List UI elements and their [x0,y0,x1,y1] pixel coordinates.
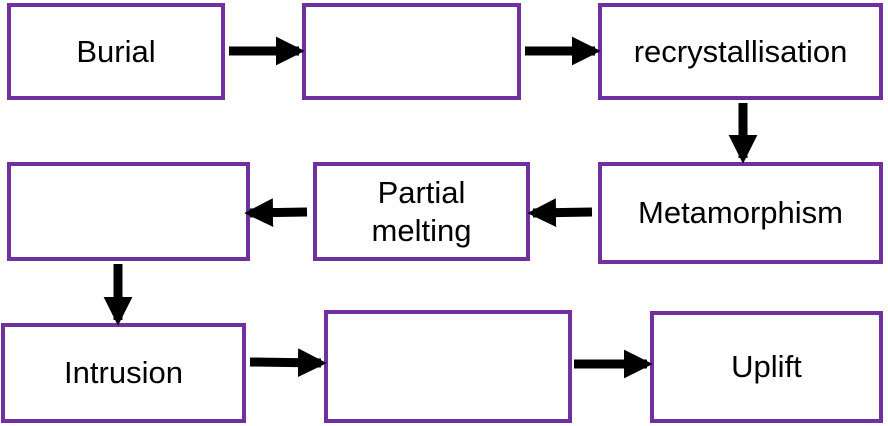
arrow-intrusion-to-blank-3 [249,348,327,378]
recrystallisation-box: recrystallisation [598,3,883,100]
metamorphism-label: Metamorphism [638,195,843,231]
burial-label: Burial [76,33,156,69]
blank-box-2 [7,162,250,261]
burial-box: Burial [7,3,225,100]
uplift-label: Uplift [731,349,802,385]
uplift-box: Uplift [650,311,883,423]
partial-melting-label-line2: melting [371,212,472,248]
partial-melting-label-line1: Partial [377,175,466,211]
arrow-partial-melting-to-blank-2 [244,198,308,227]
arrow-metamorphism-to-partial-melting [527,198,593,228]
partial-melting-box: Partial melting [313,162,530,261]
blank-box-1 [302,3,521,100]
recrystallisation-label: recrystallisation [633,33,848,69]
intrusion-label: Intrusion [64,355,183,391]
metamorphism-box: Metamorphism [598,162,883,264]
blank-box-3 [324,310,572,423]
intrusion-box: Intrusion [1,323,246,423]
